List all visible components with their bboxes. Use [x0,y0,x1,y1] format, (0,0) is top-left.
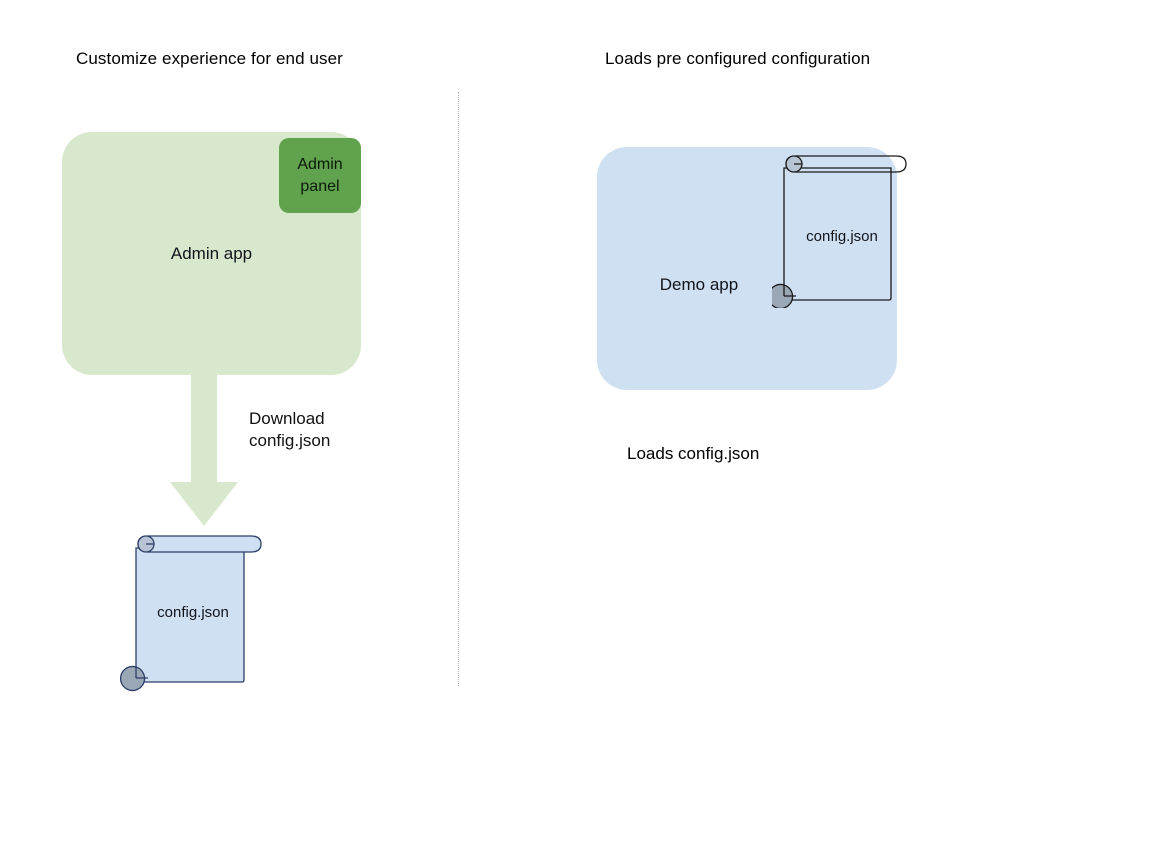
download-arrow-label: Download config.json [249,409,331,450]
left-section-title: Customize experience for end user [76,49,343,68]
column-divider [458,92,459,686]
demo-app-box[interactable]: Demo app [597,147,897,390]
download-arrow-icon [170,374,238,526]
config-json-document-right[interactable] [772,150,912,308]
right-section-title: Loads pre configured configuration [605,49,871,68]
config-json-label-left: config.json [157,604,229,621]
admin-panel-box[interactable]: Admin panel [279,138,361,213]
demo-app-label: Demo app [659,275,739,294]
config-json-label-right: config.json [806,228,878,245]
admin-app-label: Admin app [170,244,253,263]
config-json-document-left[interactable] [118,526,268,692]
loads-config-caption: Loads config.json [627,444,760,463]
admin-panel-label: Admin panel [297,155,343,195]
